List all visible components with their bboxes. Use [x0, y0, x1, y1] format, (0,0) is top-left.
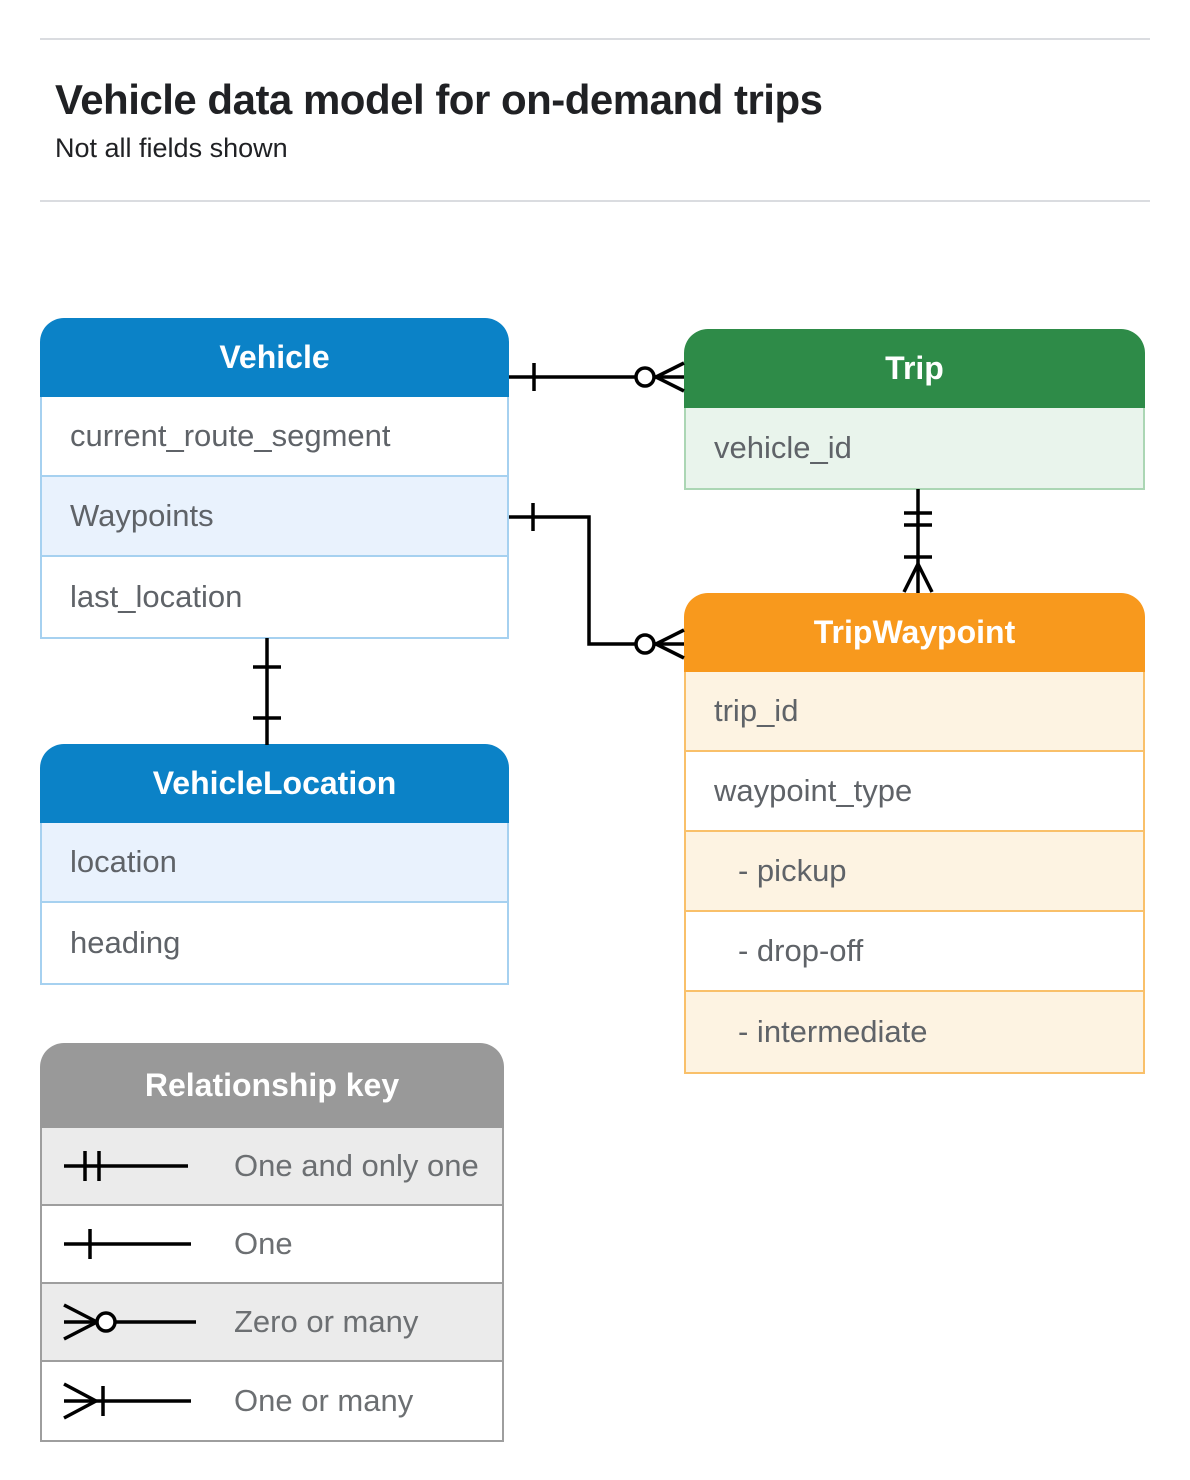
page-subtitle: Not all fields shown: [55, 133, 288, 163]
key-label: One: [234, 1226, 293, 1261]
field-last-location: last_location: [42, 557, 507, 637]
key-label: One and only one: [234, 1148, 479, 1183]
entity-vehicle-location-title: VehicleLocation: [40, 744, 509, 823]
key-label: One or many: [234, 1383, 414, 1418]
entity-trip-waypoint: TripWaypoint trip_id waypoint_type - pic…: [684, 593, 1145, 1074]
field-location: location: [42, 823, 507, 903]
key-row-one: One: [42, 1206, 502, 1284]
page-title: Vehicle data model for on-demand trips: [55, 76, 823, 123]
entity-vehicle-body: current_route_segment Waypoints last_loc…: [40, 397, 509, 639]
field-waypoints: Waypoints: [42, 477, 507, 557]
key-row-one-and-only-one: One and only one: [42, 1128, 502, 1206]
connector-trip-tripwaypoint: [902, 489, 934, 593]
zero-circle: [634, 366, 656, 388]
field-current-route-segment: current_route_segment: [42, 397, 507, 477]
entity-trip-waypoint-title: TripWaypoint: [684, 593, 1145, 672]
relationship-key: Relationship key One and only one One Ze: [40, 1043, 504, 1442]
entity-vehicle-title: Vehicle: [40, 318, 509, 397]
entity-trip: Trip vehicle_id: [684, 329, 1145, 490]
connector-vehicle-trip: [509, 361, 685, 393]
one-icon: [64, 1229, 191, 1259]
entity-trip-title: Trip: [684, 329, 1145, 408]
connector-vehicle-vehiclelocation: [253, 638, 281, 745]
entity-vehicle: Vehicle current_route_segment Waypoints …: [40, 318, 509, 639]
entity-trip-waypoint-body: trip_id waypoint_type - pickup - drop-of…: [684, 672, 1145, 1074]
relationship-key-title: Relationship key: [40, 1043, 504, 1128]
field-waypoint-type-drop-off: - drop-off: [686, 912, 1143, 992]
key-row-one-or-many: One or many: [42, 1362, 502, 1440]
field-waypoint-type-pickup: - pickup: [686, 832, 1143, 912]
field-vehicle-id: vehicle_id: [686, 408, 1143, 488]
key-label: Zero or many: [234, 1304, 419, 1339]
entity-vehicle-location: VehicleLocation location heading: [40, 744, 509, 985]
crow-foot: [655, 628, 685, 660]
one-and-only-one-icon: [64, 1151, 188, 1181]
crow-foot: [655, 361, 685, 393]
entity-vehicle-location-body: location heading: [40, 823, 509, 985]
divider-bottom: [40, 200, 1150, 202]
key-row-zero-or-many: Zero or many: [42, 1284, 502, 1362]
entity-trip-body: vehicle_id: [684, 408, 1145, 490]
zero-or-many-icon: [63, 1303, 196, 1341]
crow-foot: [902, 563, 934, 593]
zero-circle: [634, 633, 656, 655]
field-trip-id: trip_id: [686, 672, 1143, 752]
relationship-key-body: One and only one One Zero or many One: [40, 1128, 504, 1442]
divider-top: [40, 38, 1150, 40]
one-and-only-one-ticks: [904, 511, 932, 527]
one-or-many-icon: [63, 1382, 191, 1420]
connector-waypoints-tripwaypoint: [509, 503, 685, 660]
field-waypoint-type: waypoint_type: [686, 752, 1143, 832]
field-waypoint-type-intermediate: - intermediate: [686, 992, 1143, 1072]
field-heading: heading: [42, 903, 507, 983]
